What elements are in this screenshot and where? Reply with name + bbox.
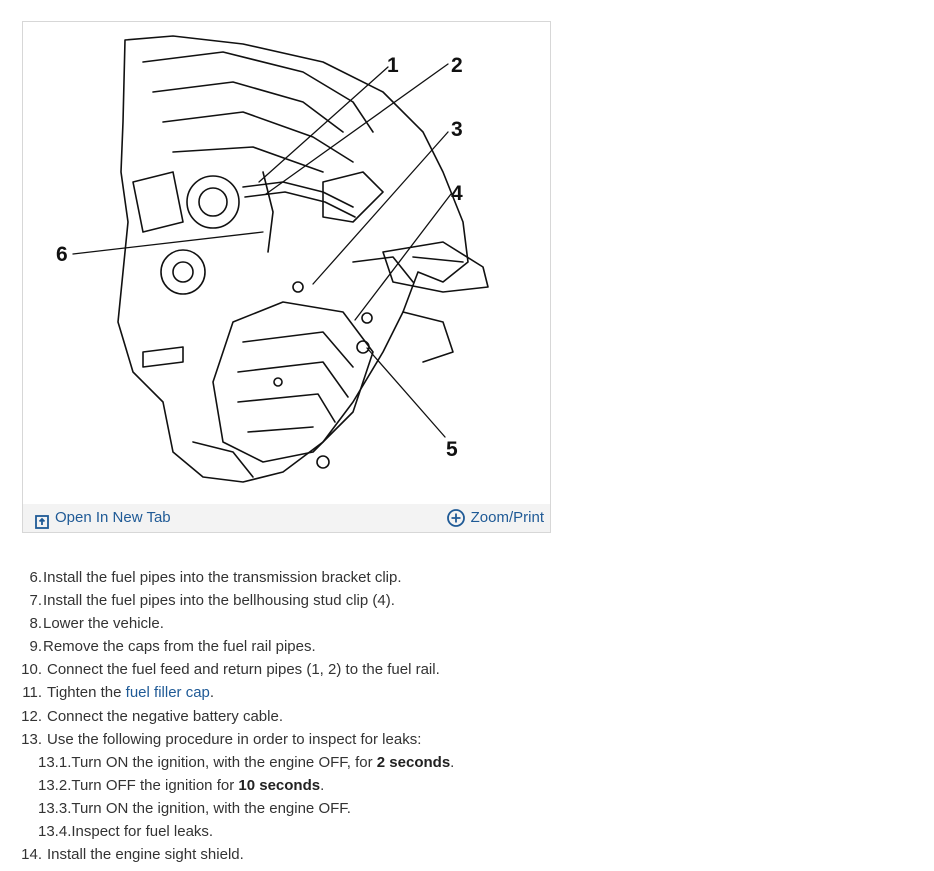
substep-item: 13.3.Turn ON the ignition, with the engi… [0,797,934,820]
step-number: 11. [22,684,42,702]
substep-text-pre: 13.4.Inspect for fuel leaks. [38,823,214,841]
step-item: 8. Lower the vehicle. [0,612,934,635]
figure-toolbar: Open In New Tab Zoom/Print [23,504,550,532]
step-item: 14. Install the engine sight shield. [0,843,934,866]
substep-text-post: . [450,753,455,771]
substep-text-pre: 13.3.Turn ON the ignition, with the engi… [38,799,351,817]
substep-text: 13.2.Turn OFF the ignition for 10 second… [38,774,324,797]
engine-diagram[interactable]: 1 2 3 4 5 6 [23,22,550,504]
step-item: 7. Install the fuel pipes into the bellh… [0,589,934,612]
substep-text-post: . [320,776,325,794]
substep-text-pre: 13.2.Turn OFF the ignition for [38,776,239,794]
step-number: 10. [21,661,42,679]
open-in-new-tab-label: Open In New Tab [55,509,171,526]
substep-text: 13.3.Turn ON the ignition, with the engi… [38,797,351,820]
step-number: 7. [29,592,42,610]
step-number: 8. [29,615,42,633]
step-number: 6. [29,569,42,586]
step-text-post: . [209,684,215,702]
zoom-plus-icon [446,509,465,527]
zoom-print-label: Zoom/Print [470,509,544,526]
step-item: 13. Use the following procedure in order… [0,728,934,751]
open-in-new-tab-button[interactable]: Open In New Tab [35,504,171,532]
substep-bold: 2 seconds [376,753,451,771]
step-text: Use the following procedure in order to … [47,730,422,748]
callout-6: 6 [56,243,68,266]
callout-5: 5 [446,438,458,461]
step-text: Connect the fuel feed and return pipes (… [47,661,440,679]
substep-item: 13.4.Inspect for fuel leaks. [0,820,934,843]
step-text: Connect the negative battery cable. [47,707,283,725]
step-item: 6. Install the fuel pipes into the trans… [0,566,934,589]
step-text: Lower the vehicle. [43,615,164,633]
fuel-filler-cap-link[interactable]: fuel filler cap [125,684,210,702]
substep-item: 13.1.Turn ON the ignition, with the engi… [0,751,934,774]
zoom-print-button[interactable]: Zoom/Print [446,504,544,532]
step-text-pre: Tighten the [47,684,126,702]
step-item: 9. Remove the caps from the fuel rail pi… [0,635,934,658]
figure-card: 1 2 3 4 5 6 Open In New Tab [22,21,551,533]
step-text: Install the engine sight shield. [47,846,244,864]
substep-text: 13.4.Inspect for fuel leaks. [38,820,213,843]
step-item: 12. Connect the negative battery cable. [0,705,934,728]
step-text: Tighten the fuel filler cap. [47,681,214,704]
step-item: 11. Tighten the fuel filler cap. [0,681,934,704]
step-text: Remove the caps from the fuel rail pipes… [43,638,316,656]
substep-bold: 10 seconds [238,776,321,794]
callout-4: 4 [451,182,463,205]
procedure-steps: 6. Install the fuel pipes into the trans… [0,566,934,866]
step-number: 9. [29,638,42,656]
step-number: 12. [21,707,42,725]
substep-item: 13.2.Turn OFF the ignition for 10 second… [0,774,934,797]
step-number: 13. [21,730,42,748]
step-item: 10. Connect the fuel feed and return pip… [0,658,934,681]
substep-text-pre: 13.1.Turn ON the ignition, with the engi… [38,753,377,771]
step-text: Install the fuel pipes into the transmis… [43,569,402,586]
substep-text: 13.1.Turn ON the ignition, with the engi… [38,751,454,774]
open-in-new-tab-icon [35,511,49,529]
callout-2: 2 [451,54,463,77]
callout-1: 1 [387,54,399,77]
step-text: Install the fuel pipes into the bellhous… [43,592,395,610]
step-number: 14. [21,846,42,864]
callout-3: 3 [451,118,463,141]
